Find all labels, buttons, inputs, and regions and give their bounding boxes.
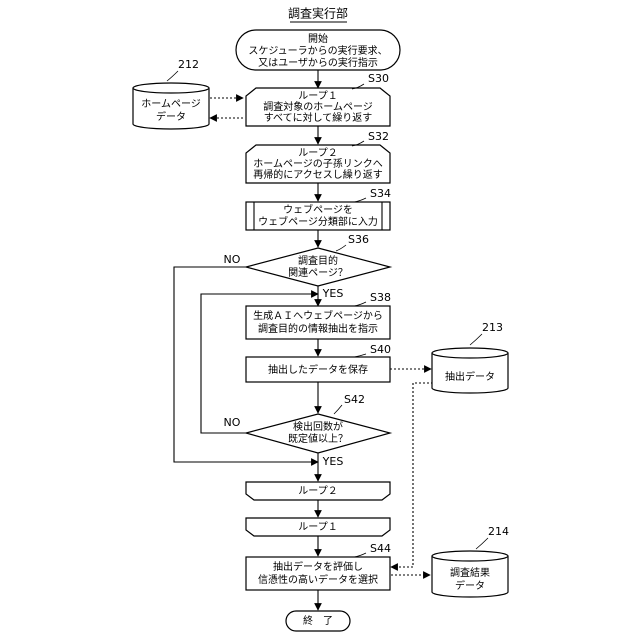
step-s38-instruct-ai: 生成ＡＩへウェブページから 調査目的の情報抽出を指示 bbox=[246, 306, 390, 339]
leader-214 bbox=[476, 538, 488, 549]
svg-text:信憑性の高いデータを選択: 信憑性の高いデータを選択 bbox=[258, 573, 378, 586]
svg-text:調査対象のホームページ: 調査対象のホームページ bbox=[263, 100, 373, 113]
start-terminal: 開始 スケジューラからの実行要求、 又はユーザからの実行指示 bbox=[236, 30, 400, 70]
step-label-s32: S32 bbox=[368, 130, 389, 143]
svg-text:再帰的にアクセスし繰り返す: 再帰的にアクセスし繰り返す bbox=[253, 168, 383, 181]
svg-text:検出回数が: 検出回数が bbox=[293, 420, 343, 433]
svg-text:ホームページ: ホームページ bbox=[141, 98, 201, 110]
loop2-end: ループ２ bbox=[246, 482, 390, 500]
step-label-s44: S44 bbox=[370, 542, 391, 555]
step-s34-input-classifier: ウェブページを ウェブページ分類部に入力 bbox=[246, 202, 390, 230]
svg-text:関連ページ？: 関連ページ？ bbox=[288, 266, 348, 279]
svg-text:スケジューラからの実行要求、: スケジューラからの実行要求、 bbox=[248, 44, 387, 57]
svg-text:ウェブページ分類部に入力: ウェブページ分類部に入力 bbox=[258, 215, 378, 228]
svg-text:既定値以上？: 既定値以上？ bbox=[288, 432, 348, 445]
svg-text:抽出したデータを保存: 抽出したデータを保存 bbox=[268, 363, 368, 376]
svg-text:開始: 開始 bbox=[308, 32, 328, 45]
end-terminal: 終 了 bbox=[286, 611, 350, 631]
database-212-homepage-data: ホームページ データ bbox=[133, 83, 209, 129]
s42-no-label: NO bbox=[224, 416, 241, 429]
step-s44-evaluate-select: 抽出データを評価し 信憑性の高いデータを選択 bbox=[246, 557, 390, 590]
svg-text:ホームページの子孫リンクへ: ホームページの子孫リンクへ bbox=[253, 158, 383, 170]
svg-text:ループ１: ループ１ bbox=[298, 521, 337, 533]
leader-s42 bbox=[334, 405, 342, 414]
s42-yes-label: YES bbox=[322, 455, 344, 468]
svg-text:ループ２: ループ２ bbox=[298, 147, 337, 159]
step-label-s40: S40 bbox=[370, 343, 391, 356]
svg-text:データ: データ bbox=[156, 110, 186, 123]
s36-no-label: NO bbox=[224, 253, 241, 266]
leader-213 bbox=[470, 334, 482, 345]
leader-212 bbox=[167, 71, 178, 81]
step-label-s30: S30 bbox=[368, 72, 389, 85]
svg-text:ループ１: ループ１ bbox=[298, 90, 337, 102]
svg-text:調査目的: 調査目的 bbox=[298, 254, 338, 267]
leader-s34 bbox=[354, 198, 366, 202]
svg-text:終 了: 終 了 bbox=[303, 614, 333, 627]
step-label-s42: S42 bbox=[344, 393, 365, 406]
svg-text:ループ２: ループ２ bbox=[298, 485, 337, 497]
step-s40-save-data: 抽出したデータを保存 bbox=[246, 357, 390, 382]
step-label-s38: S38 bbox=[370, 291, 391, 304]
svg-text:生成ＡＩへウェブページから: 生成ＡＩへウェブページから bbox=[253, 309, 383, 322]
decision-s36-related-page: 調査目的 関連ページ？ bbox=[246, 248, 390, 286]
leader-s36 bbox=[336, 245, 346, 251]
decision-s42-detection-count: 検出回数が 既定値以上？ bbox=[246, 414, 390, 453]
s36-yes-label: YES bbox=[322, 287, 344, 300]
svg-text:すべてに対して繰り返す: すべてに対して繰り返す bbox=[264, 111, 373, 124]
ref-label-214: 214 bbox=[488, 525, 509, 538]
leader-s38 bbox=[354, 302, 366, 306]
svg-text:調査目的の情報抽出を指示: 調査目的の情報抽出を指示 bbox=[258, 322, 378, 335]
ref-label-212: 212 bbox=[178, 58, 199, 71]
step-s32-loop2-start: ループ２ ホームページの子孫リンクへ 再帰的にアクセスし繰り返す bbox=[246, 145, 390, 183]
svg-text:抽出データ: 抽出データ bbox=[445, 370, 495, 383]
step-s30-loop1-start: ループ１ 調査対象のホームページ すべてに対して繰り返す bbox=[246, 88, 390, 126]
database-214-survey-result-data: 調査結果 データ bbox=[432, 551, 508, 597]
svg-text:抽出データを評価し: 抽出データを評価し bbox=[273, 560, 363, 573]
loop1-end: ループ１ bbox=[246, 518, 390, 536]
svg-text:ウェブページを: ウェブページを bbox=[283, 203, 353, 216]
svg-text:データ: データ bbox=[455, 579, 485, 592]
ref-label-213: 213 bbox=[482, 321, 503, 334]
svg-text:又はユーザからの実行指示: 又はユーザからの実行指示 bbox=[258, 56, 378, 69]
svg-text:調査結果: 調査結果 bbox=[450, 566, 490, 579]
step-label-s36: S36 bbox=[348, 233, 369, 246]
step-label-s34: S34 bbox=[370, 187, 391, 200]
diagram-title: 調査実行部 bbox=[288, 6, 348, 21]
database-213-extracted-data: 抽出データ bbox=[432, 348, 508, 393]
